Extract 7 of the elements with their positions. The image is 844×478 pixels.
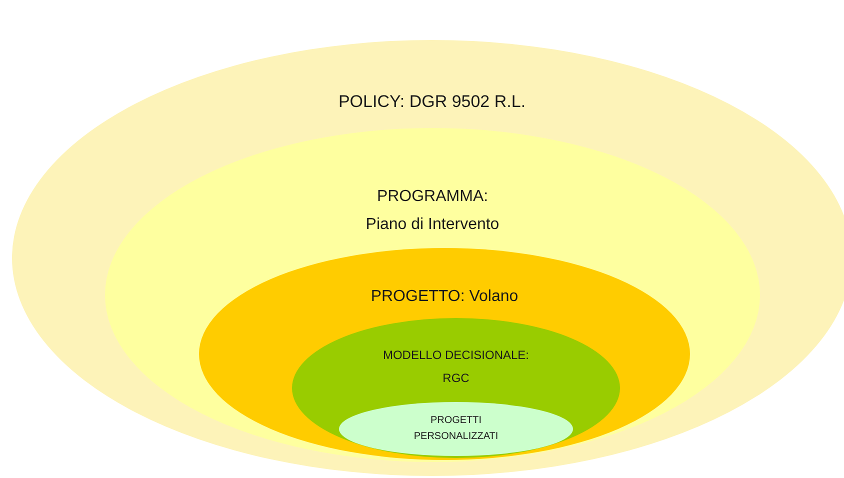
ellipse-subtitle: RGC [442, 370, 470, 388]
ellipse-heading: PROGETTI PERSONALIZZATI [412, 414, 500, 444]
ellipse-heading: MODELLO DECISIONALE: [382, 347, 530, 364]
ellipse-heading: PROGRAMMA: [376, 187, 488, 207]
ellipse-subtitle: Piano di Intervento [366, 214, 500, 235]
ellipse-heading: POLICY: DGR 9502 R.L. [338, 91, 526, 113]
ellipse-heading: PROGETTO: Volano [370, 287, 518, 307]
